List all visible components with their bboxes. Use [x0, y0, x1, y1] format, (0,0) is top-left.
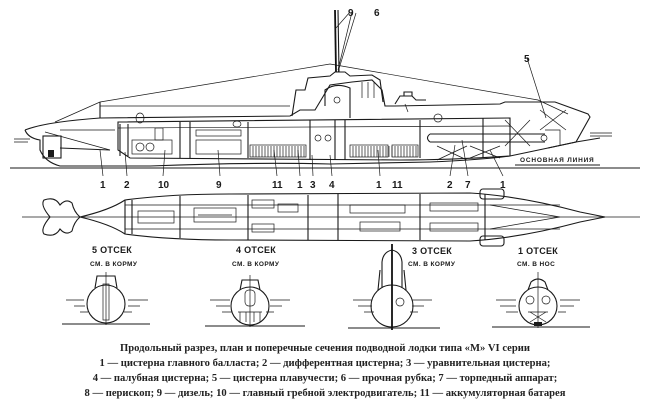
callout-leaders — [99, 11, 547, 177]
side-view: ОСНОВНАЯ ЛИНИЯ 9 6 5 1 2 10 9 11 1 3 4 1… — [10, 8, 640, 191]
compartment-3-label: 3 ОТСЕК — [412, 246, 452, 256]
compartment-5-view: СМ. В КОРМУ — [90, 261, 138, 268]
baseline-label: ОСНОВНАЯ ЛИНИЯ — [520, 157, 595, 164]
stern-planes — [42, 198, 81, 236]
callout-9: 9 — [216, 180, 222, 191]
callout-top-9: 9 — [348, 8, 354, 19]
periscope — [334, 9, 337, 73]
compartment-4-label: 4 ОТСЕК — [236, 245, 276, 255]
compartment-1-label: 1 ОТСЕК — [518, 246, 558, 256]
compartment-5-label: 5 ОТСЕК — [92, 245, 132, 255]
superstructure-deck — [24, 79, 591, 149]
torpedo-tubes — [426, 129, 561, 146]
caption-legend-line-1: 1 — цистерна главного балласта; 2 — дифф… — [99, 358, 551, 369]
cross-section-5: 5 ОТСЕК СМ. В КОРМУ — [62, 245, 150, 325]
callout-2: 2 — [124, 180, 130, 191]
caption-title: Продольный разрез, план и поперечные сеч… — [120, 343, 530, 354]
bow-planes — [479, 188, 505, 200]
figure-caption: Продольный разрез, план и поперечные сеч… — [0, 341, 650, 401]
compartment-4-view: СМ. В КОРМУ — [232, 261, 280, 268]
callout-1c: 1 — [376, 180, 382, 191]
compartment-1-view: СМ. В НОС — [517, 261, 555, 268]
stern-gear — [14, 135, 111, 159]
cross-section-4: 4 ОТСЕК СМ. В КОРМУ — [205, 245, 305, 327]
callout-top-5: 5 — [524, 54, 530, 65]
callout-2b: 2 — [447, 180, 453, 191]
cross-section-3: 3 ОТСЕК СМ. В КОРМУ — [348, 244, 456, 330]
callout-10: 10 — [158, 180, 170, 191]
electric-motor — [131, 127, 173, 155]
callout-1: 1 — [100, 180, 106, 191]
callout-1b: 1 — [297, 180, 303, 191]
callout-3: 3 — [310, 180, 316, 191]
battery-cells — [249, 144, 419, 158]
callout-11: 11 — [272, 180, 283, 191]
deck-gun — [394, 91, 426, 105]
cross-section-1: 1 ОТСЕК СМ. В НОС — [492, 246, 590, 328]
callout-top-6: 6 — [374, 8, 380, 19]
caption-legend-line-2: 4 — палубная цистерна; 5 — цистерна плав… — [92, 373, 558, 384]
outer-hull — [24, 129, 601, 167]
cross-sections: 5 ОТСЕК СМ. В КОРМУ 4 ОТСЕК СМ. В КОРМУ … — [62, 244, 590, 330]
plan-view — [22, 188, 640, 247]
tank-crosses — [44, 109, 567, 161]
diesel-engine — [195, 139, 242, 155]
callout-7: 7 — [465, 180, 471, 191]
bulkheads — [119, 118, 484, 160]
caption-legend-line-3: 8 — перископ; 9 — дизель; 10 — главный г… — [84, 388, 566, 399]
callout-1d: 1 — [500, 180, 506, 191]
antenna-wire — [54, 63, 569, 123]
conning-tower — [291, 9, 426, 118]
callout-11b: 11 — [392, 180, 403, 191]
callout-4: 4 — [329, 180, 335, 191]
compartment-3-view: СМ. В КОРМУ — [408, 261, 456, 268]
battery-cell-lines — [252, 146, 417, 157]
